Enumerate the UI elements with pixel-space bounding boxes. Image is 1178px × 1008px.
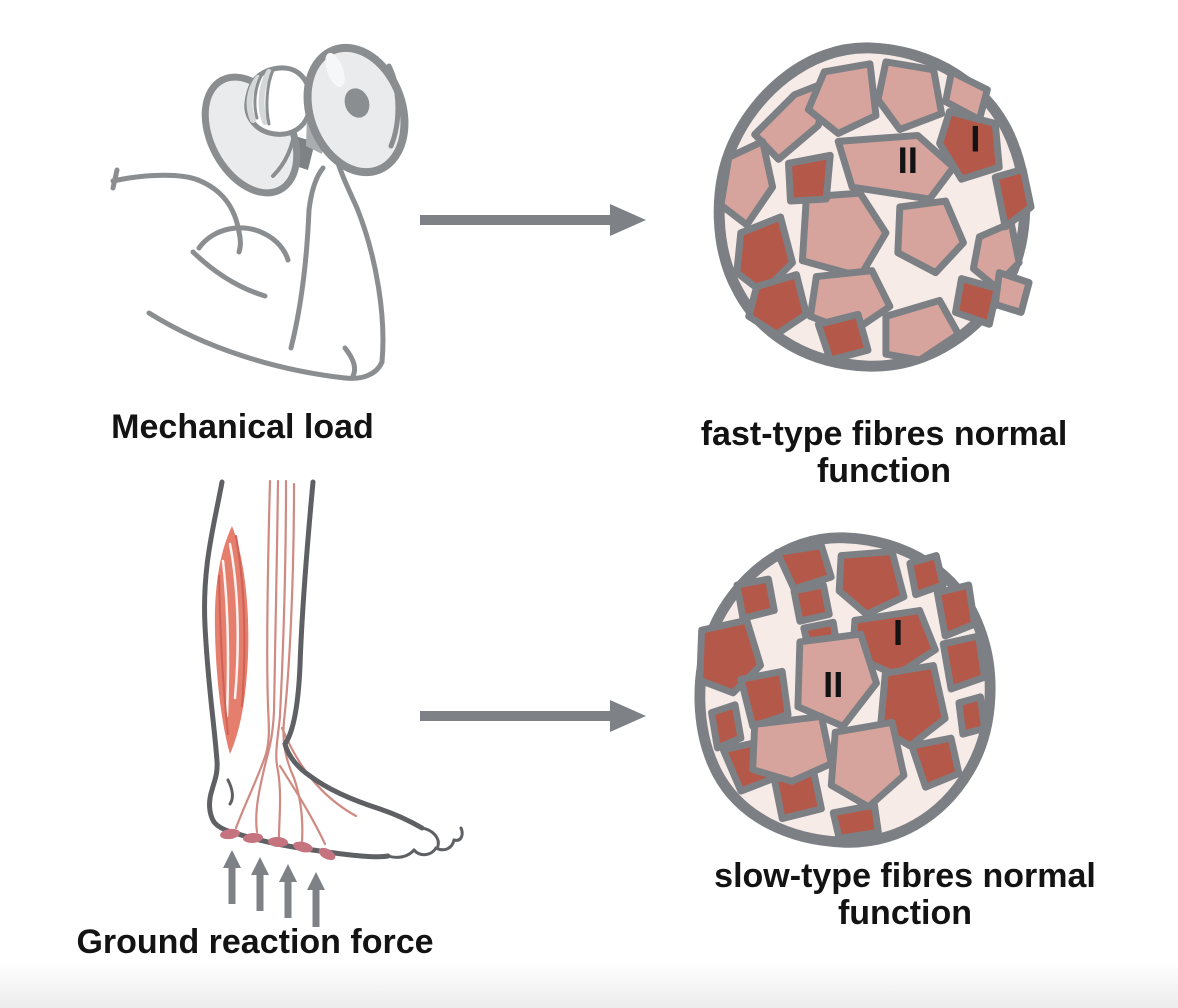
finger-line	[265, 68, 275, 126]
ground-reaction-arrow	[251, 857, 269, 911]
fast-type-caption: fast-type fibres normal function	[700, 415, 1068, 490]
ground-reaction-arrow	[307, 872, 325, 927]
fibre-type-1	[908, 734, 963, 791]
dumbbell-plate-hole	[344, 88, 370, 118]
muscle-cross-section-slow: II I	[694, 532, 996, 848]
fibre-type-2	[717, 137, 777, 229]
fibre-type-1	[939, 632, 988, 693]
dumbbell-right-plate-rim	[386, 63, 401, 149]
arrow-mechanical-to-section	[420, 204, 646, 236]
calf-muscle	[214, 526, 249, 754]
type-II-label: II	[898, 140, 918, 181]
fist-shading	[258, 69, 272, 125]
fibre-type-1	[773, 542, 835, 593]
foot-pads	[220, 828, 336, 861]
fibre-type-2	[794, 630, 880, 730]
muscle-cross-section-fast: II I	[713, 42, 1035, 372]
fibre-type-2	[882, 296, 962, 364]
fibre-type-1	[745, 271, 810, 338]
mechanical-load-label: Mechanical load	[111, 408, 374, 446]
fibre-type-1	[952, 275, 1001, 328]
finger-line	[253, 74, 263, 120]
fibre-type-1	[785, 151, 834, 205]
type-1-fibres	[696, 542, 988, 842]
fibre-type-1	[955, 693, 988, 738]
ground-reaction-arrow	[223, 850, 241, 904]
fibre-type-1	[906, 552, 947, 599]
type-2-fibres	[717, 58, 1033, 364]
type-2-fibres	[749, 630, 908, 811]
fibre-type-2	[798, 189, 890, 281]
bottom-gradient-strip	[0, 962, 1178, 1008]
arrow-shaft	[420, 215, 612, 225]
fibre-type-1	[933, 581, 979, 640]
ground-reaction-arrows	[223, 850, 325, 927]
fibre-type-1	[835, 548, 908, 618]
fibre-type-1	[936, 108, 1003, 183]
dumbbell	[201, 43, 409, 197]
fibre-type-2	[834, 131, 957, 203]
arrow-head	[610, 700, 646, 732]
fibre-type-1	[814, 310, 872, 364]
fibre-type-1	[876, 662, 949, 750]
arrow-ground-force-to-section	[420, 700, 646, 732]
fibre-type-2	[749, 713, 835, 785]
fibre-type-2	[991, 269, 1033, 316]
fibre-type-1	[991, 165, 1035, 231]
arm-outline	[110, 157, 386, 381]
plate-highlight	[325, 52, 345, 88]
type-I-label: I	[970, 118, 980, 159]
arrow-head	[610, 204, 646, 236]
arm-dumbbell-illustration	[110, 43, 409, 385]
arrow-shaft	[420, 711, 612, 721]
fibre-type-2	[804, 60, 880, 137]
type-1-fibres	[733, 108, 1035, 364]
fist-shading	[246, 75, 261, 123]
type-I-label: I	[893, 612, 903, 653]
fibre-type-1	[708, 701, 745, 752]
fibre-type-1	[829, 801, 882, 842]
fibre-type-1	[737, 667, 792, 730]
fibre-type-1	[790, 581, 833, 625]
ground-reaction-force-label: Ground reaction force	[76, 923, 434, 961]
tendon-lines	[234, 479, 358, 846]
fibre-type-2	[806, 267, 894, 336]
leg-foot-illustration	[202, 479, 464, 927]
slow-type-caption: slow-type fibres normal function	[714, 857, 1096, 932]
type-II-label: II	[823, 664, 843, 705]
fibre-type-2	[874, 58, 946, 133]
fibre-type-2	[894, 197, 967, 277]
fibre-type-2	[827, 718, 908, 811]
ground-reaction-arrow	[279, 864, 297, 918]
fibre-type-1	[733, 575, 778, 622]
